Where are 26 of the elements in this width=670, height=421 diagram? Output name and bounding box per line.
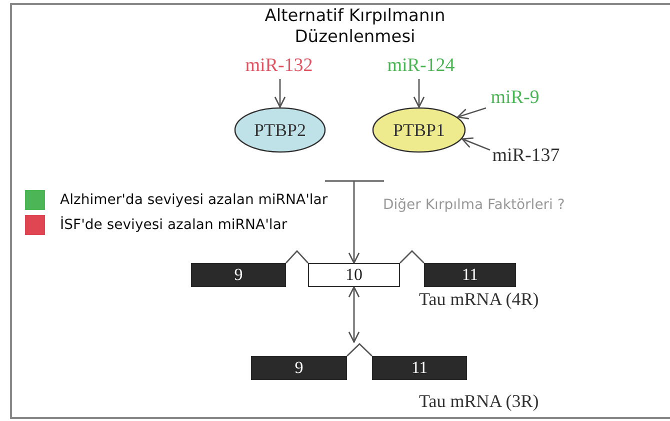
mirna-label: miR-124 — [387, 55, 455, 77]
title: Alternatif Kırpılmanın Düzenlenmesi — [264, 6, 446, 48]
transcript-label: Tau mRNA (4R) — [419, 289, 539, 310]
mirna-label: miR-9 — [490, 87, 540, 109]
mirna-label: miR-132 — [245, 55, 313, 77]
exon-block: 9 — [251, 356, 347, 380]
legend-text: İSF'de seviyesi azalan miRNA'lar — [60, 217, 288, 233]
arrow — [348, 286, 360, 343]
arrow — [413, 79, 425, 108]
exon-block: 11 — [424, 263, 516, 287]
exon-block: 9 — [191, 263, 286, 287]
mirna-label: miR-137 — [492, 145, 560, 167]
intron-line — [346, 343, 372, 356]
intron-line — [285, 250, 309, 264]
annotation-text: Diğer Kırpılma Faktörleri ? — [383, 197, 565, 213]
arrow — [457, 107, 486, 120]
protein-label: PTBP1 — [392, 120, 446, 140]
transcript-label: Tau mRNA (3R) — [419, 391, 539, 412]
exon-block: 11 — [372, 356, 467, 380]
inhibition-arrow — [324, 180, 385, 264]
arrow — [274, 79, 286, 108]
arrow — [462, 137, 490, 151]
intron-line — [400, 250, 424, 264]
exon-block: 10 — [308, 263, 400, 287]
legend-text: Alzhimer'da seviyesi azalan miRNA'lar — [60, 192, 328, 208]
protein-label: PTBP2 — [254, 120, 306, 140]
